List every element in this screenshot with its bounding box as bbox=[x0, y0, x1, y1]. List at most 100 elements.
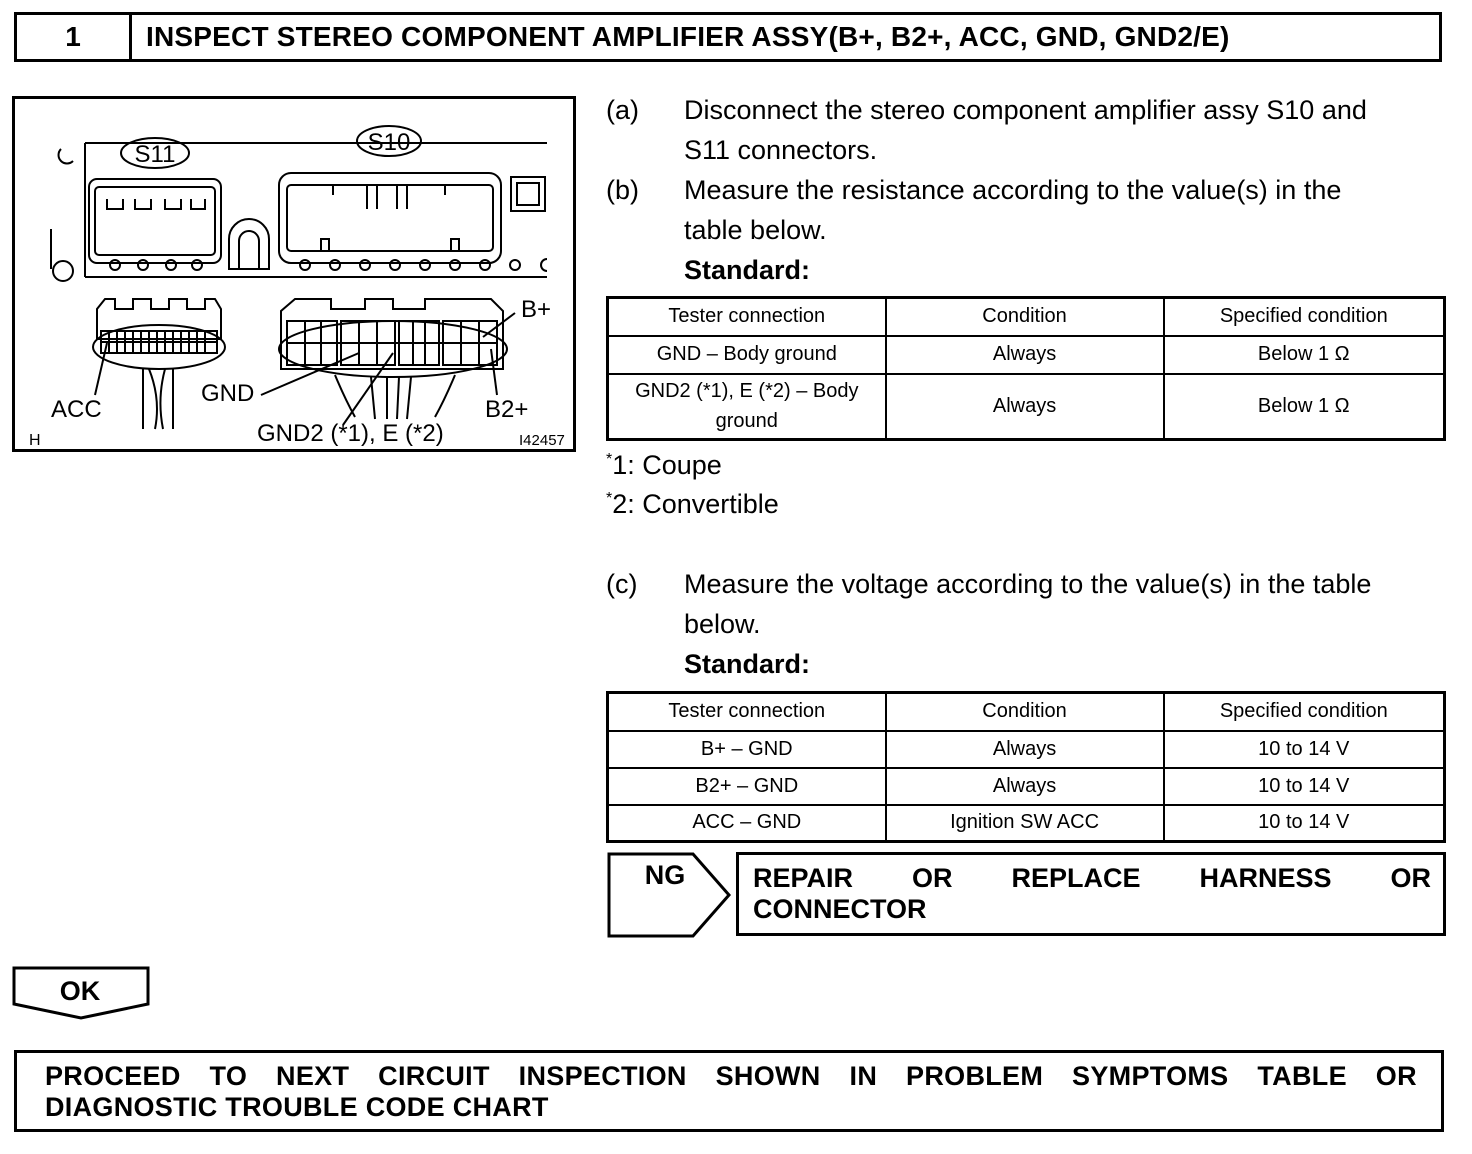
b2-plus-leader bbox=[490, 348, 498, 396]
table-cell: Always bbox=[884, 729, 1165, 769]
s10-plug-ring bbox=[278, 320, 508, 378]
table-row: GND2 (*1), E (*2) – Body ground Always B… bbox=[605, 372, 1446, 441]
ng-word: REPAIR bbox=[753, 863, 854, 893]
s10-plug bbox=[280, 298, 504, 370]
step-c-line2: below. bbox=[684, 609, 761, 639]
footnote-1: *1: Coupe bbox=[606, 446, 779, 485]
voltage-table-header: Tester connection Condition Specified co… bbox=[605, 691, 1446, 732]
step-b-label: (b) bbox=[606, 175, 639, 205]
ng-arrow-shape bbox=[607, 852, 731, 938]
left-hole-bottom bbox=[52, 260, 74, 282]
step-c-line1: Measure the voltage according to the val… bbox=[684, 569, 1372, 599]
proceed-word: OR bbox=[1375, 1061, 1417, 1091]
s11-plug-ring bbox=[92, 324, 226, 370]
connector-figure: S11 S10 bbox=[12, 96, 576, 452]
step-header: 1 INSPECT STEREO COMPONENT AMPLIFIER ASS… bbox=[14, 12, 1442, 62]
step-b-standard: Standard: bbox=[684, 255, 811, 285]
step-c-label: (c) bbox=[606, 569, 638, 599]
table-cell: GND2 (*1), E (*2) – Body ground bbox=[605, 372, 887, 441]
table-cell: 10 to 14 V bbox=[1162, 803, 1446, 843]
step-b-cont: table below. bbox=[606, 210, 1446, 250]
step-b: (b) Measure the resistance according to … bbox=[606, 170, 1446, 210]
resistance-table: Tester connection Condition Specified co… bbox=[605, 296, 1446, 441]
table-cell: Below 1 Ω bbox=[1162, 372, 1446, 441]
proceed-word: IN bbox=[849, 1061, 878, 1091]
footnotes: *1: Coupe *2: Convertible bbox=[606, 446, 779, 524]
s10-harness bbox=[334, 374, 456, 420]
proceed-word: SHOWN bbox=[715, 1061, 821, 1091]
small-square bbox=[510, 176, 546, 212]
proceed-word: SYMPTOMS bbox=[1072, 1061, 1229, 1091]
proceed-line2: DIAGNOSTIC TROUBLE CODE CHART bbox=[45, 1092, 549, 1122]
b2-plus-label: B2+ bbox=[485, 396, 528, 423]
step-a-line1: Disconnect the stereo component amplifie… bbox=[684, 95, 1367, 125]
table-row: B+ – GND Always 10 to 14 V bbox=[605, 729, 1446, 769]
ng-action-line1: REPAIR OR REPLACE HARNESS OR bbox=[753, 863, 1431, 894]
s11-socket bbox=[88, 178, 222, 264]
latch bbox=[228, 218, 270, 270]
step-c: (c) Measure the voltage according to the… bbox=[606, 564, 1446, 604]
ng-label: NG bbox=[644, 860, 686, 890]
left-hole-top bbox=[57, 148, 74, 165]
proceed-box: PROCEED TO NEXT CIRCUIT INSPECTION SHOWN… bbox=[14, 1050, 1444, 1132]
proceed-word: PROCEED bbox=[45, 1061, 181, 1091]
s11-label: S11 bbox=[135, 141, 176, 168]
table-cell: GND – Body ground bbox=[605, 334, 887, 375]
col-header: Condition bbox=[884, 296, 1165, 337]
s10-socket-inner bbox=[286, 184, 494, 252]
footnote-1-text: 1: Coupe bbox=[612, 450, 722, 480]
ng-action-line2: CONNECTOR bbox=[753, 894, 927, 924]
ng-word: REPLACE bbox=[1011, 863, 1141, 893]
step-a-line2: S11 connectors. bbox=[684, 135, 878, 165]
col-header: Condition bbox=[884, 691, 1165, 732]
acc-leader bbox=[94, 342, 108, 396]
table-row: B2+ – GND Always 10 to 14 V bbox=[605, 766, 1446, 806]
table-cell: Always bbox=[884, 372, 1165, 441]
ng-word: OR bbox=[1390, 863, 1432, 893]
table-cell: 10 to 14 V bbox=[1162, 766, 1446, 806]
footnote-1-mark: * bbox=[606, 451, 613, 468]
steps-ab: (a) Disconnect the stereo component ampl… bbox=[606, 90, 1446, 290]
figure-id-label: I42457 bbox=[519, 432, 565, 449]
table-cell: Ignition SW ACC bbox=[884, 803, 1165, 843]
steps-c: (c) Measure the voltage according to the… bbox=[606, 564, 1446, 684]
step-a-label: (a) bbox=[606, 95, 639, 125]
table-cell: ACC – GND bbox=[605, 803, 887, 843]
ok-label: OK bbox=[59, 976, 101, 1006]
s11-badge bbox=[120, 137, 190, 169]
step-c-standard: Standard: bbox=[684, 649, 811, 679]
table-cell: Below 1 Ω bbox=[1162, 334, 1446, 375]
proceed-word: TO bbox=[209, 1061, 248, 1091]
step-number: 1 bbox=[17, 15, 132, 59]
step-b-line2: table below. bbox=[684, 215, 827, 245]
s11-socket-inner bbox=[94, 186, 216, 256]
table-cell: Always bbox=[884, 766, 1165, 806]
proceed-word: TABLE bbox=[1257, 1061, 1347, 1091]
step-b-line1: Measure the resistance according to the … bbox=[684, 175, 1342, 205]
acc-label: ACC bbox=[51, 396, 102, 423]
b-plus-leader bbox=[482, 312, 516, 338]
table-row: ACC – GND Ignition SW ACC 10 to 14 V bbox=[605, 803, 1446, 843]
b-plus-label: B+ bbox=[521, 296, 551, 323]
gnd2-leader bbox=[342, 352, 394, 426]
step-a-cont: S11 connectors. bbox=[606, 130, 1446, 170]
proceed-line1: PROCEED TO NEXT CIRCUIT INSPECTION SHOWN… bbox=[45, 1061, 1417, 1092]
table-cell: B+ – GND bbox=[605, 729, 887, 769]
col-header: Tester connection bbox=[605, 296, 887, 337]
s10-label: S10 bbox=[368, 129, 411, 156]
footnote-2-mark: * bbox=[606, 490, 613, 507]
proceed-word: NEXT bbox=[276, 1061, 350, 1091]
table-cell: B2+ – GND bbox=[605, 766, 887, 806]
s11-plug bbox=[96, 298, 222, 340]
s10-badge bbox=[356, 125, 422, 157]
ng-action-box: REPAIR OR REPLACE HARNESS OR CONNECTOR bbox=[736, 852, 1446, 936]
proceed-word: INSPECTION bbox=[518, 1061, 687, 1091]
col-header: Specified condition bbox=[1162, 296, 1446, 337]
col-header: Specified condition bbox=[1162, 691, 1446, 732]
table-cell: Always bbox=[884, 334, 1165, 375]
footnote-2: *2: Convertible bbox=[606, 485, 779, 524]
connector-diagram: S11 S10 bbox=[29, 125, 565, 449]
gnd2-label: GND2 (*1), E (*2) bbox=[257, 420, 444, 447]
footnote-2-text: 2: Convertible bbox=[612, 489, 779, 519]
ng-word: HARNESS bbox=[1199, 863, 1332, 893]
